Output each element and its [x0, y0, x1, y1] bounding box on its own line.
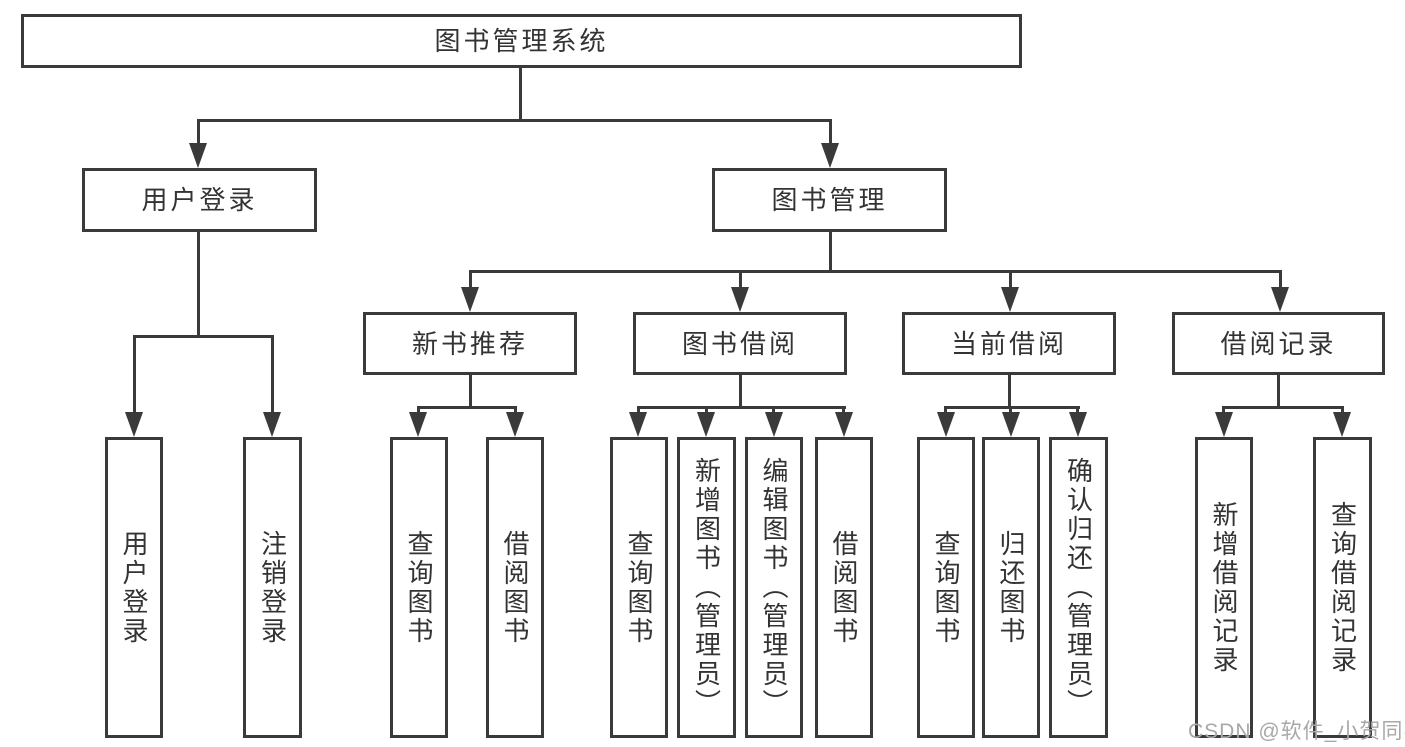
connector-line — [1076, 409, 1079, 413]
arrowhead-down-icon — [835, 412, 853, 437]
connector-line — [944, 406, 1080, 409]
connector-line — [519, 68, 522, 122]
arrowhead-down-icon — [263, 412, 281, 437]
connector-line — [637, 406, 846, 409]
leaf-return-books-label: 归还图书 — [996, 529, 1026, 646]
connector-line — [469, 273, 472, 288]
arrowhead-down-icon — [1333, 412, 1351, 437]
node-library-management-system-label: 图书管理系统 — [434, 26, 609, 56]
leaf-edit-books-admin: 编辑图书（管理员） — [745, 437, 803, 738]
connector-line — [1341, 409, 1344, 413]
arrowhead-down-icon — [409, 412, 427, 437]
leaf-query-books-borrowing: 查询图书 — [610, 437, 668, 738]
connector-line — [469, 375, 472, 409]
arrowhead-down-icon — [125, 412, 143, 437]
connector-line — [133, 338, 136, 413]
connector-line — [1008, 375, 1011, 409]
connector-line — [514, 409, 517, 413]
connector-line — [417, 409, 420, 413]
leaf-query-books-recommend-label: 查询图书 — [404, 529, 434, 646]
arrowhead-down-icon — [937, 412, 955, 437]
leaf-user-login: 用户登录 — [105, 437, 163, 738]
leaf-borrow-books-recommend-label: 借阅图书 — [500, 529, 530, 646]
arrowhead-down-icon — [629, 412, 647, 437]
connector-line — [842, 409, 845, 413]
connector-line — [772, 409, 775, 413]
arrowhead-down-icon — [1215, 412, 1233, 437]
connector-line — [1009, 273, 1012, 288]
arrowhead-down-icon — [1069, 412, 1087, 437]
arrowhead-down-icon — [461, 287, 479, 312]
connector-line — [705, 409, 708, 413]
leaf-query-books-current-label: 查询图书 — [931, 529, 961, 646]
node-new-book-recommend-label: 新书推荐 — [411, 328, 528, 359]
leaf-query-books-current: 查询图书 — [917, 437, 975, 738]
connector-line — [829, 232, 832, 273]
connector-line — [197, 122, 200, 144]
connector-line — [417, 406, 517, 409]
connector-line — [739, 375, 742, 409]
connector-line — [1277, 375, 1280, 409]
leaf-query-books-recommend: 查询图书 — [390, 437, 448, 738]
node-library-management-system: 图书管理系统 — [21, 14, 1022, 68]
node-new-book-recommend: 新书推荐 — [363, 312, 577, 375]
arrowhead-down-icon — [697, 412, 715, 437]
node-borrowing-records-label: 借阅记录 — [1220, 328, 1337, 359]
arrowhead-down-icon — [1271, 287, 1289, 312]
node-borrowing-records: 借阅记录 — [1172, 312, 1385, 375]
connector-line — [197, 232, 200, 338]
leaf-query-borrow-record-label: 查询借阅记录 — [1327, 500, 1358, 675]
connector-line — [637, 409, 640, 413]
leaf-user-login-label: 用户登录 — [119, 529, 149, 646]
leaf-edit-books-admin-label: 编辑图书（管理员） — [759, 457, 789, 718]
leaf-add-books-admin: 新增图书（管理员） — [677, 437, 736, 738]
arrowhead-down-icon — [731, 287, 749, 312]
arrowhead-down-icon — [506, 412, 524, 437]
leaf-confirm-return-admin-label: 确认归还（管理员） — [1063, 457, 1094, 718]
connector-line — [271, 338, 274, 413]
leaf-borrow-books-borrowing-label: 借阅图书 — [829, 529, 859, 646]
watermark: CSDN @软件_小贺同学 — [1188, 720, 1405, 743]
node-book-borrowing-label: 图书借阅 — [681, 328, 798, 359]
arrowhead-down-icon — [1001, 287, 1019, 312]
connector-line — [197, 119, 832, 122]
node-book-management-label: 图书管理 — [771, 185, 888, 215]
leaf-add-books-admin-label: 新增图书（管理员） — [691, 457, 722, 718]
node-user-login-label: 用户登录 — [141, 185, 258, 215]
leaf-logout: 注销登录 — [243, 437, 302, 738]
connector-line — [1279, 273, 1282, 288]
node-current-borrowing: 当前借阅 — [902, 312, 1116, 375]
node-current-borrowing-label: 当前借阅 — [950, 328, 1067, 359]
node-book-borrowing: 图书借阅 — [633, 312, 847, 375]
connector-line — [1222, 409, 1225, 413]
node-book-management: 图书管理 — [712, 168, 947, 232]
arrowhead-down-icon — [1002, 412, 1020, 437]
node-user-login: 用户登录 — [82, 168, 317, 232]
connector-line — [944, 409, 947, 413]
leaf-confirm-return-admin: 确认归还（管理员） — [1049, 437, 1108, 738]
connector-line — [133, 335, 274, 338]
arrowhead-down-icon — [765, 412, 783, 437]
connector-line — [739, 273, 742, 288]
leaf-query-borrow-record: 查询借阅记录 — [1313, 437, 1372, 738]
arrowhead-down-icon — [821, 143, 839, 168]
leaf-query-books-borrowing-label: 查询图书 — [624, 529, 654, 646]
leaf-borrow-books-recommend: 借阅图书 — [486, 437, 544, 738]
leaf-return-books: 归还图书 — [982, 437, 1040, 738]
leaf-add-borrow-record-label: 新增借阅记录 — [1209, 500, 1239, 675]
arrowhead-down-icon — [189, 143, 207, 168]
connector-line — [469, 270, 1282, 273]
connector-line — [1009, 409, 1012, 413]
leaf-logout-label: 注销登录 — [257, 529, 288, 646]
connector-line — [1222, 406, 1344, 409]
leaf-borrow-books-borrowing: 借阅图书 — [815, 437, 873, 738]
connector-line — [829, 122, 832, 144]
leaf-add-borrow-record: 新增借阅记录 — [1195, 437, 1253, 738]
